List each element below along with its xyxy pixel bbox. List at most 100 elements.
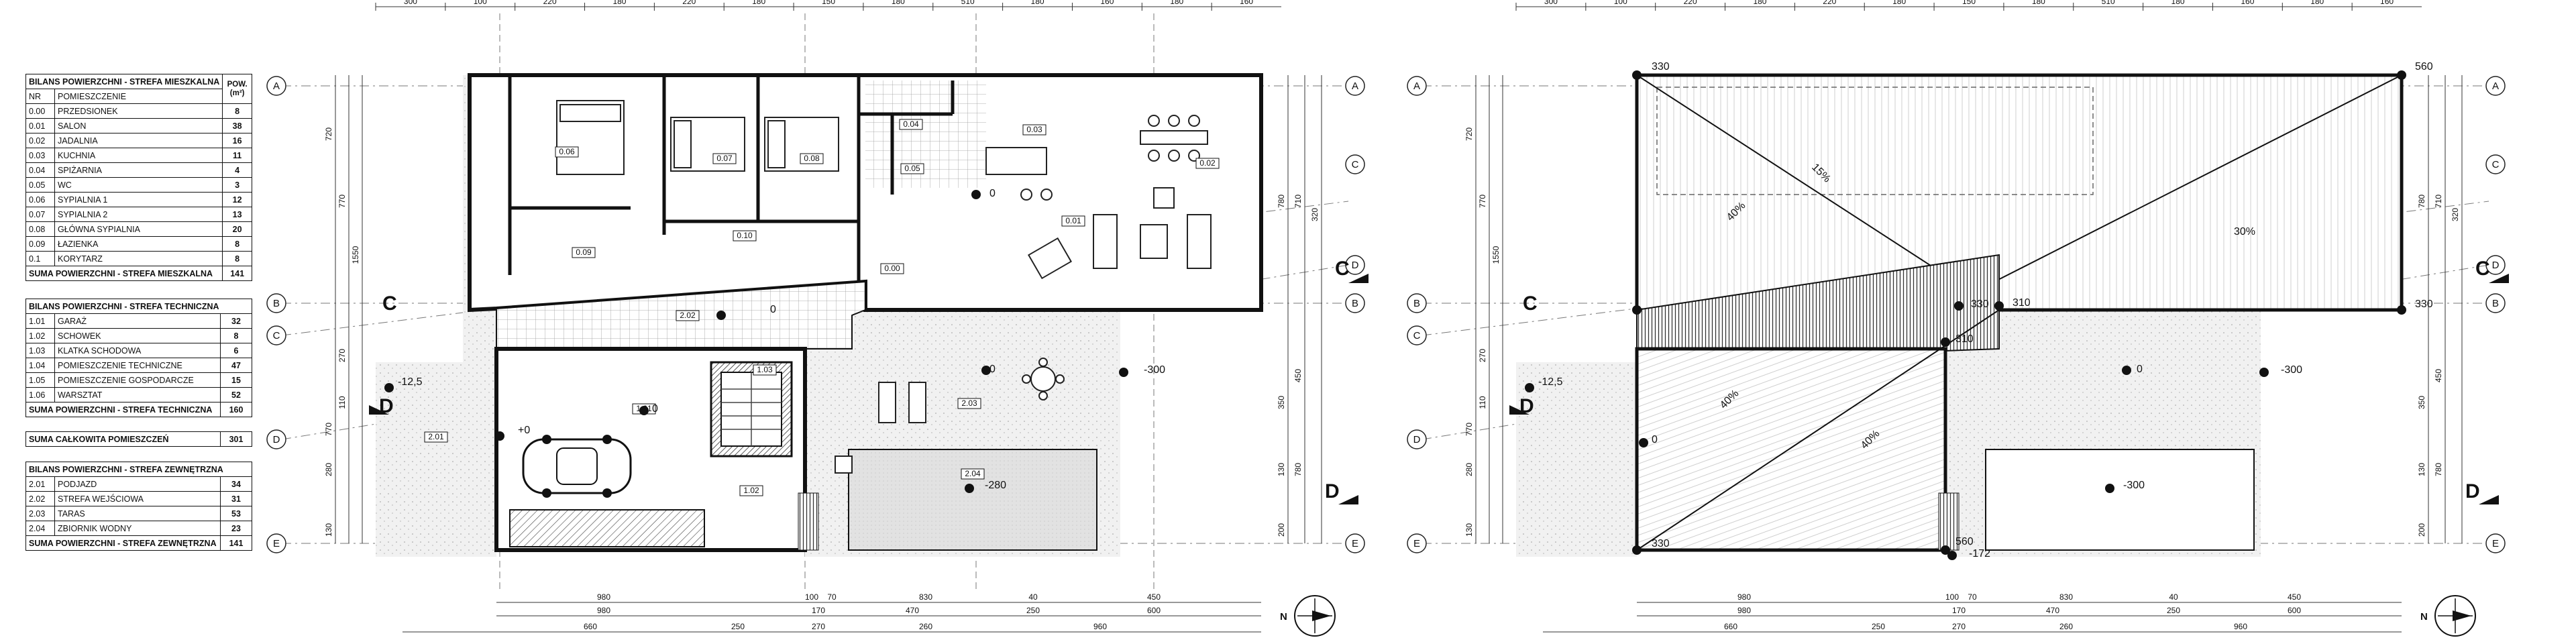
car-icon — [522, 435, 632, 498]
room-number: 0.07 — [25, 207, 55, 222]
dimension-label: 100 — [1945, 592, 1959, 602]
sum-value: 141 — [222, 266, 252, 281]
section-c-right: C — [1335, 258, 1350, 280]
axis-label: A — [1413, 80, 1420, 92]
room-tag-box — [753, 364, 777, 376]
room-tag-box — [880, 263, 904, 274]
dimension-label: 250 — [1872, 622, 1885, 631]
axis-label: E — [2492, 538, 2499, 549]
dimension-label: 220 — [543, 0, 557, 6]
dimension-label: 130 — [1277, 463, 1286, 476]
room-number: 0.01 — [25, 118, 55, 133]
terrain-area — [1516, 362, 1637, 557]
room-tag: 0.05 — [904, 164, 920, 173]
room-number: 0.09 — [25, 236, 55, 252]
room-tag-box — [961, 468, 985, 480]
dimension-label: 180 — [612, 0, 626, 6]
room-tag: 0.03 — [1026, 125, 1042, 134]
dimension-label: 200 — [2417, 523, 2426, 537]
axis-bubble — [2485, 255, 2506, 275]
room-name: GŁÓWNA SYPIALNIA — [54, 221, 223, 237]
dimension-label: 770 — [337, 195, 347, 208]
dimension-label: 980 — [597, 592, 610, 602]
dimension-label: 320 — [2451, 208, 2460, 221]
dimension-label: 720 — [1464, 127, 1474, 141]
dimension-label: 780 — [1293, 463, 1303, 476]
area-table-residential: BILANS POWIERZCHNI - STREFA MIESZKALNA P… — [25, 74, 252, 281]
axis-label: A — [2492, 80, 2499, 92]
terrain-area — [376, 362, 496, 557]
room-number: 0.08 — [25, 221, 55, 237]
room-number: 0.06 — [25, 192, 55, 207]
room-tag: 0.10 — [737, 231, 753, 240]
mid-roof-band — [1636, 254, 2000, 364]
room-tag: 0.02 — [1199, 158, 1216, 168]
room-area: 15 — [220, 372, 252, 388]
room-name: KUCHNIA — [54, 148, 223, 163]
dimension-label: 160 — [2380, 0, 2394, 6]
dimension-label: 160 — [1100, 0, 1114, 6]
dimension-label: 470 — [906, 606, 919, 615]
upper-roof — [1635, 73, 2404, 312]
room-number: 2.01 — [25, 476, 55, 492]
dimension-label: 320 — [1310, 208, 1320, 221]
sum-label: SUMA POWIERZCHNI - STREFA ZEWNĘTRZNA — [25, 535, 221, 551]
axis-label: D — [1413, 434, 1421, 445]
room-name: POMIESZCZENIE TECHNICZNE — [54, 358, 221, 373]
axis-label: E — [1352, 538, 1358, 549]
roof-level: 0 — [1652, 434, 1658, 445]
dimension-label: 660 — [584, 622, 597, 631]
section-d-right: D — [2465, 480, 2480, 502]
dimension-label: 270 — [812, 622, 825, 631]
level-terrain: -12,5 — [398, 376, 423, 388]
room-tag: 2.04 — [965, 469, 981, 478]
axis-label: A — [273, 80, 280, 92]
dimension-label: 780 — [2417, 195, 2426, 208]
axis-label: D — [1352, 260, 1359, 271]
axis-label: A — [1352, 80, 1358, 92]
internal-walls — [508, 75, 955, 310]
section-markers: C C D D — [369, 258, 1368, 504]
room-tag-box — [1195, 158, 1220, 169]
axis-label: B — [2492, 298, 2499, 309]
dimension-label: 100 — [474, 0, 487, 6]
room-tag-box — [712, 153, 737, 164]
axis-bubble — [1407, 533, 1427, 553]
dimension-label: 510 — [961, 0, 975, 6]
dimension-label: 150 — [822, 0, 835, 6]
dimension-label: 130 — [1464, 523, 1474, 537]
dimension-label: 830 — [919, 592, 932, 602]
axis-label: D — [2492, 260, 2500, 271]
room-tag: 2.02 — [680, 311, 696, 320]
dimension-label: 100 — [805, 592, 818, 602]
svg-text:N: N — [1280, 611, 1287, 623]
level-living: 0 — [989, 188, 996, 199]
room-tag: 0.09 — [576, 248, 592, 257]
room-tag: 0.04 — [903, 119, 919, 129]
dimension-label: 280 — [324, 463, 333, 476]
roof-level-markers: 330 560 330 310 310 330 330 560 -172 -12… — [1525, 61, 2433, 560]
roof-level: 330 — [1652, 538, 1670, 549]
garage-bench — [509, 509, 705, 547]
axis-bubble — [1407, 76, 1427, 96]
dimension-label: 70 — [1968, 592, 1977, 602]
level-terrace-low: -300 — [1144, 364, 1165, 376]
axis-bubble — [1345, 533, 1365, 553]
dimension-label: 280 — [1464, 463, 1474, 476]
dimension-label: 40 — [2169, 592, 2178, 602]
axis-bubble — [266, 293, 286, 313]
room-tag-box — [676, 310, 700, 321]
dimension-label: 260 — [919, 622, 932, 631]
level-terrace: 0 — [989, 364, 996, 375]
roof-level: -12,5 — [1538, 376, 1563, 388]
dimension-label: 270 — [1952, 622, 1966, 631]
